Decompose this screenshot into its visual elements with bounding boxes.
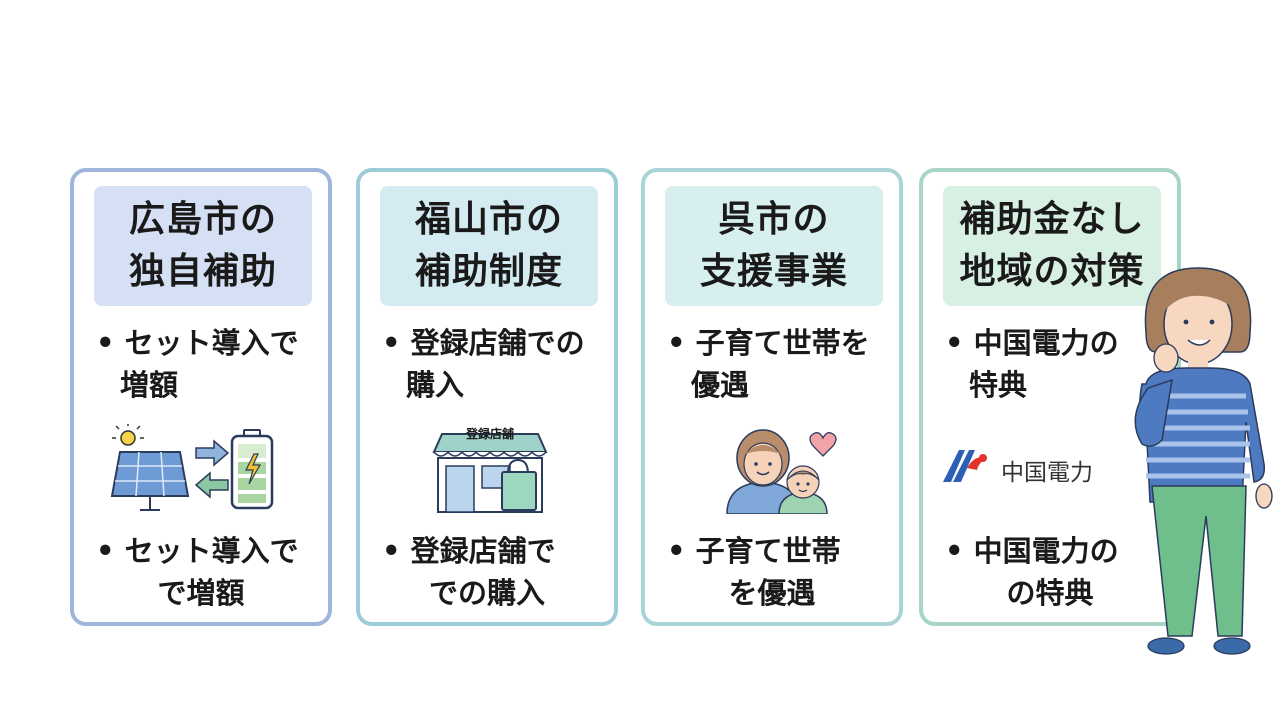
bullet-line-2: で増額 xyxy=(157,576,245,610)
woman-illustration xyxy=(1134,267,1273,655)
card-title: 広島市の 独自補助 xyxy=(94,186,312,306)
bullet-line-1: • 子育て世帯を xyxy=(667,326,870,360)
card-title-line-1: 広島市の xyxy=(128,199,277,240)
card-title-line-2: 支援事業 xyxy=(699,251,848,292)
bullet-bottom: • 中国電力の の特典 xyxy=(945,530,1175,614)
bullet-line-2: の特典 xyxy=(1006,576,1094,610)
bullet-bottom: • セット導入で で増額 xyxy=(96,530,326,614)
bullet-line-2: 優遇 xyxy=(691,368,750,402)
store-illustration: 登録店舗 xyxy=(432,426,548,513)
solar-panel-icon xyxy=(110,451,190,511)
bullet-line-1: • 中国電力の xyxy=(945,326,1119,360)
card-title-line-2: 独自補助 xyxy=(128,251,277,292)
bullet-top: • 中国電力の 特典 xyxy=(945,322,1175,406)
arrow-right-icon xyxy=(195,439,230,467)
bullet-line-2: 増額 xyxy=(120,368,179,402)
card-title: 呉市の 支援事業 xyxy=(665,186,883,306)
bullet-line-2: 購入 xyxy=(406,368,465,402)
card-title-line-2: 地域の対策 xyxy=(959,251,1145,292)
bullet-line-2: での購入 xyxy=(428,576,545,610)
mother-child-illustration xyxy=(726,429,837,514)
card-title-line-1: 呉市の xyxy=(718,199,830,240)
bullet-line-1: • 子育て世帯 xyxy=(667,534,841,568)
heart-icon xyxy=(809,432,837,457)
card-title: 福山市の 補助制度 xyxy=(380,186,598,306)
card-title-line-1: 補助金なし xyxy=(959,199,1145,240)
bullet-line-1: • セット導入で xyxy=(96,534,299,568)
bullet-top: • セット導入で 増額 xyxy=(96,322,326,406)
card-fukuyama: 福山市の 補助制度 • 登録店舗での 購入 登録店舗 • 登録店舗で での購入 xyxy=(356,168,618,626)
brand-name-text: 中国電力 xyxy=(1001,460,1093,486)
shopping-bag-icon xyxy=(501,458,537,511)
chugoku-electric-logo-icon xyxy=(943,450,987,482)
bullet-line-2: 特典 xyxy=(969,368,1028,402)
bullet-top: • 子育て世帯を 優遇 xyxy=(667,322,897,406)
card-title-line-1: 福山市の xyxy=(414,199,563,240)
bullet-line-1: • セット導入で xyxy=(96,326,299,360)
solar-battery-illustration xyxy=(110,424,274,511)
bullet-line-1: • 登録店舗での xyxy=(382,326,585,360)
bullet-bottom: • 登録店舗で での購入 xyxy=(382,530,612,614)
bullet-line-2: を優遇 xyxy=(728,576,816,610)
arrow-left-icon xyxy=(194,471,229,499)
card-hiroshima: 広島市の 独自補助 • セット導入で 増額 xyxy=(70,168,332,626)
store-icon: 登録店舗 xyxy=(432,426,548,513)
card-kure: 呉市の 支援事業 • 子育て世帯を 優遇 • 子育て世帯 を xyxy=(641,168,903,626)
battery-icon xyxy=(230,429,274,510)
mother-child-icon xyxy=(726,429,828,514)
card-title: 補助金なし 地域の対策 xyxy=(943,186,1161,306)
bullet-top: • 登録店舗での 購入 xyxy=(382,322,612,406)
store-sign-text: 登録店舗 xyxy=(465,426,514,441)
bullet-bottom: • 子育て世帯 を優遇 xyxy=(667,530,897,614)
sun-icon xyxy=(112,424,144,446)
chugoku-electric-logo: 中国電力 xyxy=(943,450,1093,486)
card-title-line-2: 補助制度 xyxy=(414,251,563,292)
bullet-line-1: • 中国電力の xyxy=(945,534,1119,568)
bullet-line-1: • 登録店舗で xyxy=(382,534,556,568)
